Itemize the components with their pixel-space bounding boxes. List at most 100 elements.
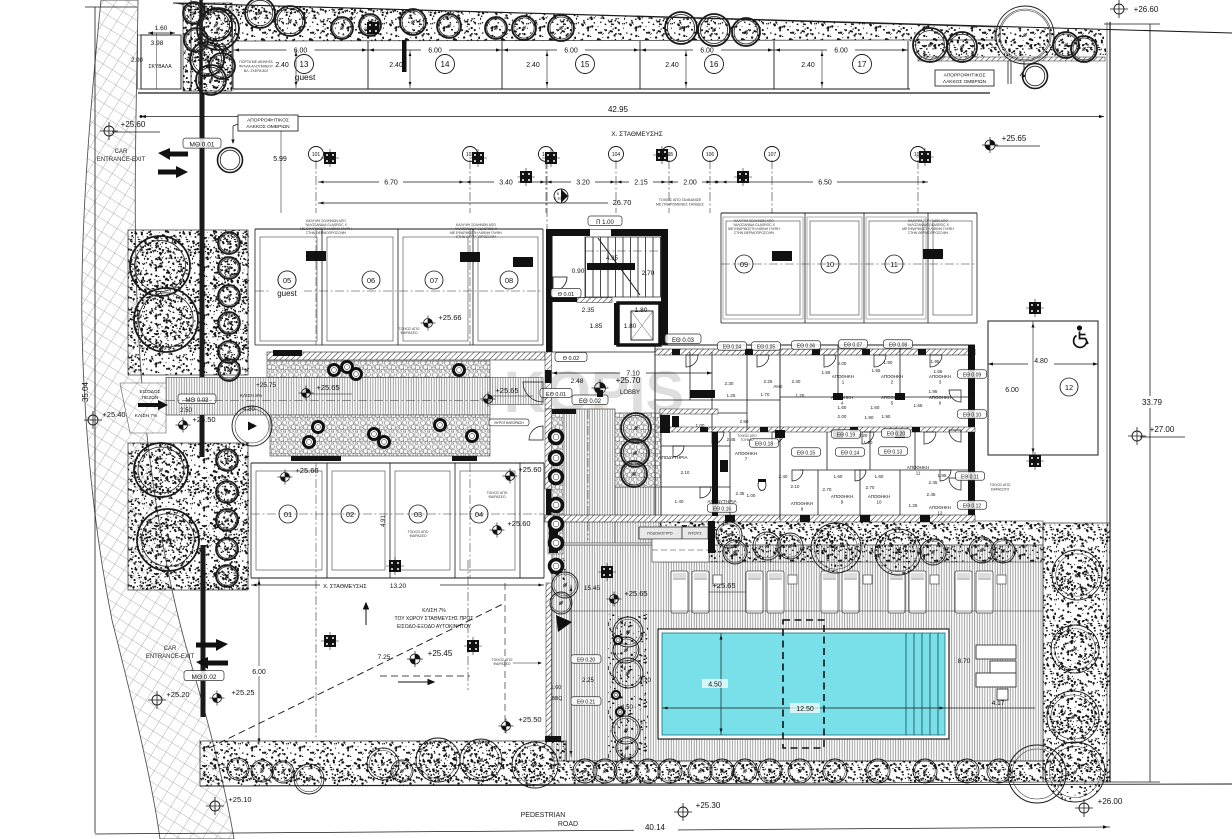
svg-text:ROAD: ROAD — [558, 821, 578, 828]
svg-text:ΕΘ 0.11: ΕΘ 0.11 — [961, 475, 979, 481]
svg-text:102: 102 — [466, 152, 475, 158]
svg-text:40.14: 40.14 — [645, 823, 666, 832]
svg-text:ΑΠΟΘΗΚΗ: ΑΠΟΘΗΚΗ — [735, 451, 757, 456]
svg-text:+26.00: +26.00 — [1098, 797, 1123, 806]
svg-text:ΕΘ 0.09: ΕΘ 0.09 — [963, 373, 982, 379]
svg-text:1.20: 1.20 — [639, 678, 651, 684]
svg-text:+25.65: +25.65 — [1002, 134, 1027, 143]
svg-text:ΥΑΛΟΣΑΝΙΔΑ GLASROC X: ΥΑΛΟΣΑΝΙΔΑ GLASROC X — [455, 227, 498, 231]
svg-text:ENTRANCE-EXIT: ENTRANCE-EXIT — [146, 654, 195, 660]
svg-text:10: 10 — [877, 500, 882, 505]
svg-text:2.10: 2.10 — [791, 484, 800, 489]
svg-text:1.60: 1.60 — [838, 405, 847, 410]
svg-text:2.40: 2.40 — [389, 62, 403, 69]
svg-text:4.50: 4.50 — [621, 705, 633, 711]
svg-text:ΜΘ 0.03: ΜΘ 0.03 — [185, 398, 209, 404]
svg-text:9: 9 — [841, 500, 844, 505]
svg-text:33.79: 33.79 — [1142, 398, 1163, 407]
svg-text:6.00: 6.00 — [1005, 387, 1019, 394]
svg-text:ΚΛΙΣΗ 7%: ΚΛΙΣΗ 7% — [135, 413, 158, 419]
svg-text:17: 17 — [858, 60, 867, 69]
svg-text:+25.30: +25.30 — [696, 801, 721, 810]
svg-text:26.70: 26.70 — [613, 198, 632, 207]
svg-text:ΥΑΛΟΣΑΝΙΔΑ GLASROC X: ΥΑΛΟΣΑΝΙΔΑ GLASROC X — [305, 223, 348, 227]
svg-text:ΥΑΛΟΣΑΝΙΔΑ GLASROC X: ΥΑΛΟΣΑΝΙΔΑ GLASROC X — [733, 223, 776, 227]
svg-text:ΠΟΡΤΑ ΜΕ ΑΚΙΝΗΤΑ: ΠΟΡΤΑ ΜΕ ΑΚΙΝΗΤΑ — [239, 60, 273, 64]
svg-text:ΦΑΙΡΑΣΕΟ: ΦΑΙΡΑΣΕΟ — [400, 331, 417, 335]
svg-text:+25.65: +25.65 — [316, 383, 339, 392]
svg-text:ΚΑΦΑΣΩΤΟ: ΚΑΦΑΣΩΤΟ — [991, 488, 1010, 492]
svg-text:ΕΘ 0.07: ΕΘ 0.07 — [844, 343, 863, 349]
svg-text:ΕΘ 0.18: ΕΘ 0.18 — [755, 442, 774, 448]
svg-text:2.30: 2.30 — [725, 381, 734, 386]
svg-text:ΚΑΛΥΨΗ ΣΩΛΗΝΩΝ ΑΠΟ: ΚΑΛΥΨΗ ΣΩΛΗΝΩΝ ΑΠΟ — [456, 223, 496, 227]
svg-text:8: 8 — [801, 507, 804, 512]
svg-text:ΦΑΙΡΑΣΕΟ: ΦΑΙΡΑΣΕΟ — [488, 495, 505, 499]
svg-text:6: 6 — [939, 401, 942, 406]
svg-text:13: 13 — [300, 60, 309, 69]
svg-text:ΕΘ 0.08: ΕΘ 0.08 — [889, 343, 908, 349]
svg-text:1.80: 1.80 — [624, 323, 637, 330]
svg-text:1.90: 1.90 — [865, 415, 874, 420]
svg-text:0.90: 0.90 — [572, 268, 585, 275]
svg-text:07: 07 — [430, 276, 438, 285]
svg-text:PEDESTRIAN: PEDESTRIAN — [521, 812, 566, 819]
svg-text:ΕΙΣΟΔΟΣ: ΕΙΣΟΔΟΣ — [140, 389, 161, 395]
svg-text:ΕΘ 0.04: ΕΘ 0.04 — [723, 345, 742, 351]
svg-text:ΠΟΔΟΛΟΥΤΡΟ: ΠΟΔΟΛΟΥΤΡΟ — [647, 532, 672, 536]
svg-text:1.60: 1.60 — [155, 25, 168, 32]
svg-text:ΣΤΗΝ ΘΕΡΜΟΠΡΟΣΟΨΗ: ΣΤΗΝ ΘΕΡΜΟΠΡΟΣΟΨΗ — [734, 231, 775, 235]
svg-text:+25.65: +25.65 — [624, 589, 647, 598]
svg-text:1.00: 1.00 — [696, 423, 705, 428]
svg-text:ΕΘ 0.01: ΕΘ 0.01 — [546, 392, 566, 398]
svg-text:+25.60: +25.60 — [518, 465, 541, 474]
svg-text:ΜΕ ΕΦΑΡΜΟΣΤΗ ΛΙΘΙΝΗ ΓΛΥΦΗ: ΜΕ ΕΦΑΡΜΟΣΤΗ ΛΙΘΙΝΗ ΓΛΥΦΗ — [902, 227, 954, 231]
svg-text:1.90: 1.90 — [884, 360, 893, 365]
svg-text:+25.10: +25.10 — [228, 795, 251, 804]
svg-text:2.00: 2.00 — [838, 414, 847, 419]
svg-text:3.20: 3.20 — [576, 180, 590, 187]
svg-text:Θ 0.01: Θ 0.01 — [558, 292, 575, 298]
svg-text:ΑΠΟΘΗΚΗ: ΑΠΟΘΗΚΗ — [881, 374, 903, 379]
svg-text:ΦΑΙΡΑΣΕΟ: ΦΑΙΡΑΣΕΟ — [409, 534, 426, 538]
svg-text:2.45: 2.45 — [727, 437, 736, 442]
svg-text:ΤΟΥΒΛΟ: ΤΟΥΒΛΟ — [740, 438, 754, 442]
svg-text:1.60: 1.60 — [551, 685, 562, 691]
svg-text:ΕΘ 0.12: ΕΘ 0.12 — [963, 504, 982, 510]
svg-text:ΕΘ 0.06: ΕΘ 0.06 — [797, 344, 816, 350]
svg-text:1.55: 1.55 — [934, 369, 943, 374]
svg-text:ΘΥΡΟΤΗΛΕΟΡΑΣΗ: ΘΥΡΟΤΗΛΕΟΡΑΣΗ — [494, 421, 524, 425]
svg-text:3: 3 — [939, 380, 942, 385]
svg-text:+25.65: +25.65 — [495, 386, 518, 395]
svg-text:+25.40: +25.40 — [102, 410, 125, 419]
svg-text:ΤΟΥ ΧΩΡΟΥ ΣΤΑΘΜΕΥΣΗΣ ΠΡΟΣ: ΤΟΥ ΧΩΡΟΥ ΣΤΑΘΜΕΥΣΗΣ ΠΡΟΣ — [395, 616, 474, 622]
svg-text:7.25: 7.25 — [378, 654, 391, 661]
svg-text:ΣΤΗΝ ΘΕΡΜΟΠΡΟΣΟΨΗ: ΣΤΗΝ ΘΕΡΜΟΠΡΟΣΟΨΗ — [456, 235, 497, 239]
svg-text:2.10: 2.10 — [681, 470, 690, 475]
svg-text:42.95: 42.95 — [608, 105, 629, 114]
svg-text:1.60: 1.60 — [875, 474, 884, 479]
svg-text:ΑΠΟΘΗΚΗ: ΑΠΟΘΗΚΗ — [831, 494, 853, 499]
svg-text:2.40: 2.40 — [801, 62, 815, 69]
svg-text:ΚΑΛΥΨΗ ΣΩΛΗΝΩΝ ΑΠΟ: ΚΑΛΥΨΗ ΣΩΛΗΝΩΝ ΑΠΟ — [734, 219, 774, 223]
svg-text:7.10: 7.10 — [626, 371, 640, 378]
svg-text:ΚΛΙΣΗ 7%: ΚΛΙΣΗ 7% — [422, 608, 446, 614]
svg-text:1.10: 1.10 — [555, 197, 561, 201]
svg-text:3.20: 3.20 — [859, 433, 868, 438]
svg-text:1.55: 1.55 — [872, 368, 881, 373]
svg-text:2.00: 2.00 — [131, 58, 143, 64]
svg-text:2.25: 2.25 — [764, 379, 773, 384]
svg-text:ΑΠΟΘΗΚΗ: ΑΠΟΘΗΚΗ — [907, 465, 929, 470]
svg-text:06: 06 — [367, 276, 375, 285]
svg-text:4.80: 4.80 — [243, 407, 255, 413]
svg-text:2.70: 2.70 — [642, 270, 655, 277]
svg-text:4.80: 4.80 — [1034, 358, 1048, 365]
svg-text:ΕΘ 0.20: ΕΘ 0.20 — [887, 432, 906, 438]
svg-text:CAR: CAR — [164, 646, 177, 652]
svg-text:ΦΑΙΡΑΣΕΟ: ΦΑΙΡΑΣΕΟ — [493, 662, 510, 666]
svg-text:+25.45: +25.45 — [428, 649, 453, 658]
svg-text:1.95: 1.95 — [938, 473, 947, 478]
svg-text:4.17: 4.17 — [992, 700, 1005, 707]
svg-text:2.40: 2.40 — [275, 62, 289, 69]
svg-text:4: 4 — [841, 401, 844, 406]
